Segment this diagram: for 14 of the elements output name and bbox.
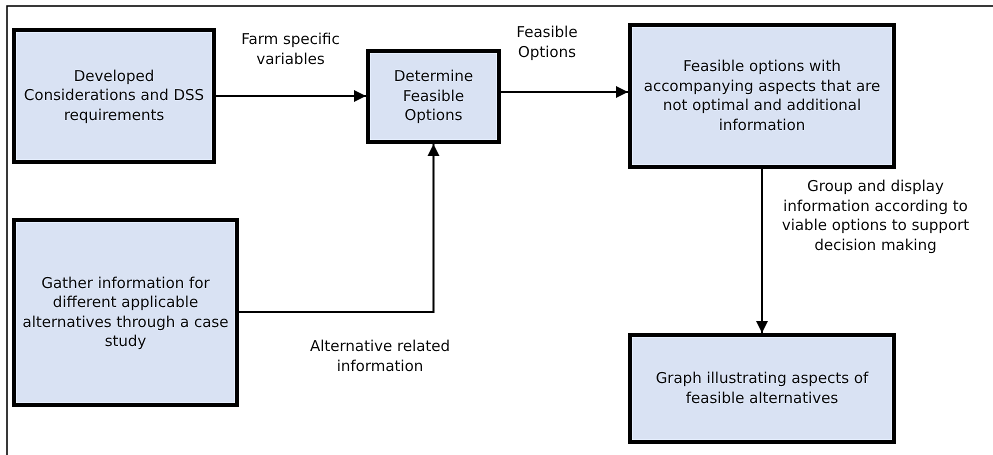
arrow <box>239 144 440 313</box>
process-box <box>628 23 896 169</box>
arrow <box>756 169 768 333</box>
arrow <box>501 86 628 98</box>
process-box <box>366 49 501 144</box>
box-text: Feasible options with accompanying aspects that are not optimal and additional information <box>642 57 882 135</box>
process-box <box>12 28 216 164</box>
box-text: Gather information for different applicable alternatives through a case study <box>22 274 230 352</box>
box-text: Graph illustrating aspects of feasible alternatives <box>654 369 870 408</box>
process-box <box>628 333 896 444</box>
box-text: Determine Feasible Options <box>392 67 474 126</box>
box-text: Developed Considerations and DSS requirements <box>22 66 206 126</box>
process-box <box>12 218 239 407</box>
arrow <box>216 90 366 102</box>
